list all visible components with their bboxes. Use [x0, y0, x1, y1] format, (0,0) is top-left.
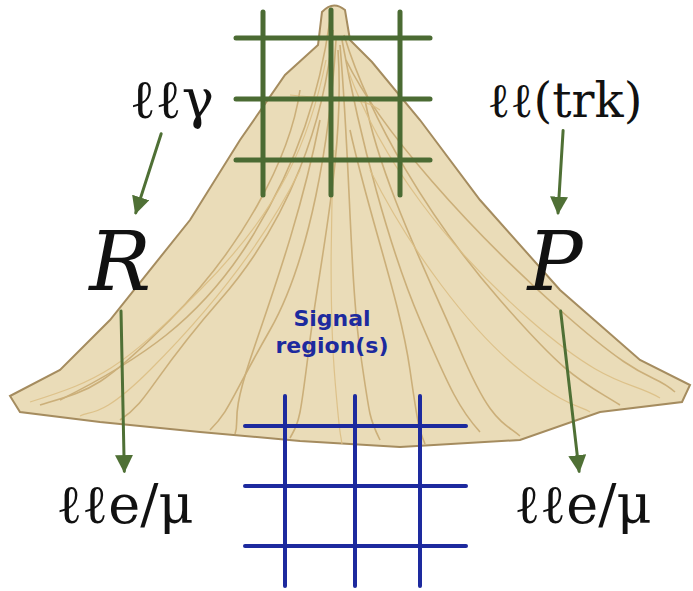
formula-text: P [527, 217, 582, 307]
flow-arrow [561, 311, 579, 471]
region-label: Signal region(s) [262, 305, 402, 360]
straw-strands-light [30, 60, 660, 444]
formula-text: ℓℓγ [130, 70, 214, 129]
haystack-body [10, 5, 690, 447]
flow-arrow [558, 130, 563, 213]
blue-grid [245, 396, 466, 586]
formula-text: R [89, 217, 151, 307]
flow-arrow [136, 134, 161, 213]
green-grid [236, 10, 430, 195]
straw-strands [40, 20, 675, 444]
formula-text: ℓℓe/μ [57, 475, 194, 534]
formula-text: ℓℓ(trk) [488, 74, 643, 127]
formula-node: R [87, 217, 153, 307]
flow-arrow [121, 311, 124, 471]
formula-text: ℓℓe/μ [515, 475, 652, 534]
formula-node: ℓℓe/μ [55, 475, 196, 534]
formula-node: ℓℓγ [128, 70, 216, 129]
formula-node: P [525, 217, 584, 307]
formula-node: ℓℓe/μ [513, 475, 654, 534]
formula-node: ℓℓ(trk) [486, 74, 645, 127]
